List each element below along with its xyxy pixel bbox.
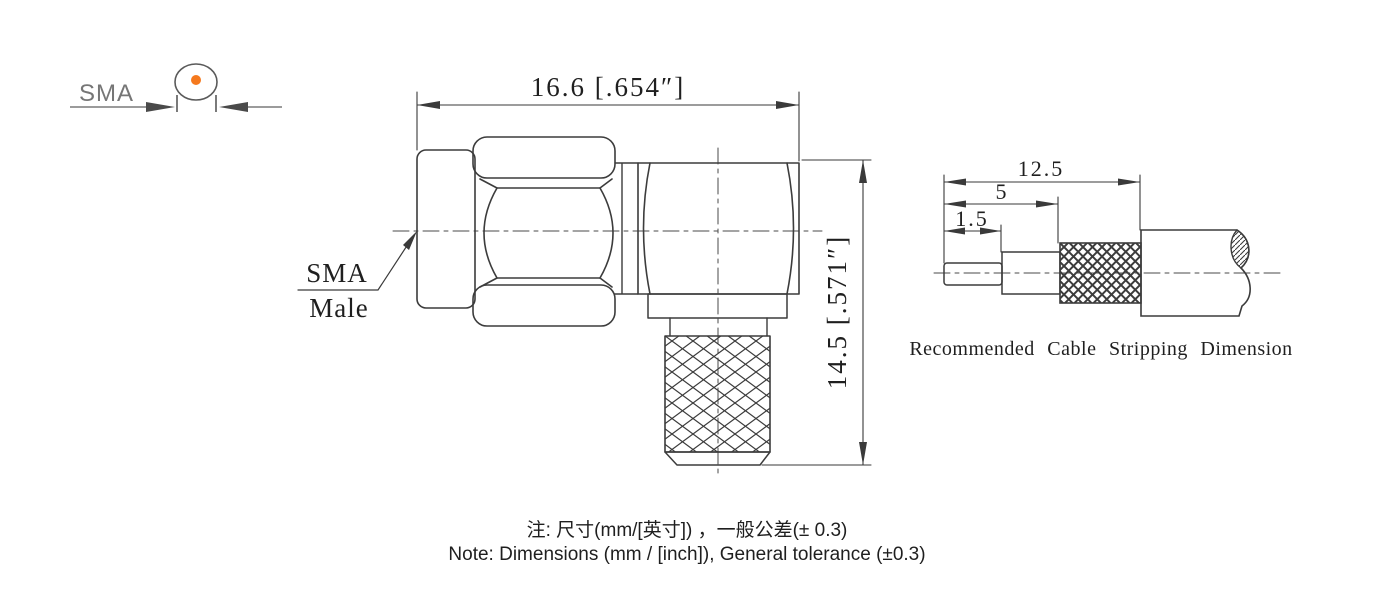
front-view-left-arrow-icon <box>146 102 175 112</box>
jacket <box>1140 229 1251 317</box>
dim-overall-text: 12.5 <box>1018 156 1065 181</box>
leader-line <box>297 234 415 291</box>
center-conductor <box>943 262 1003 286</box>
front-view-center-pin-dot <box>191 75 201 85</box>
dim-conductor-right-arrow-icon <box>980 227 1001 235</box>
hex-nut-left-arc <box>483 187 498 279</box>
stripping-view: 12.5 5 1.5 Recommended Cable Stripping D… <box>909 156 1292 360</box>
note-line-zh: 注: 尺寸(mm/[英寸]) ，一般公差(± 0.3) <box>527 519 848 541</box>
lower-neck <box>669 317 768 337</box>
braid <box>1059 242 1142 304</box>
hex-nut-top-lobe <box>472 136 616 179</box>
front-view-symbol: SMA <box>70 63 282 112</box>
front-view-connector-legs <box>176 95 217 112</box>
width-dim-extension-lines <box>416 91 800 162</box>
height-dim-top-arrow-icon <box>859 160 867 183</box>
dim-overall-right-arrow-icon <box>1118 178 1140 186</box>
flange <box>647 293 788 319</box>
width-dimension: 16.6 [.654″] <box>416 72 800 162</box>
height-dim-extension-lines <box>761 159 872 466</box>
neck-between-nut-and-body <box>614 162 639 295</box>
dim-braid-right-arrow-icon <box>1036 200 1058 208</box>
dim-overall-left-arrow-icon <box>944 178 966 186</box>
knurl-chamfer <box>664 451 771 466</box>
dim-braid-left-arrow-icon <box>944 200 966 208</box>
front-view-label: SMA <box>79 80 134 107</box>
dim-braid: 5 <box>943 179 1059 244</box>
hex-nut-bottom-lobe <box>472 284 616 327</box>
front-body <box>416 149 476 309</box>
knurl <box>664 335 771 453</box>
dim-braid-text: 5 <box>996 179 1009 204</box>
height-dim-text: 14.5 [.571″] <box>822 235 852 389</box>
note-line-en: Note: Dimensions (mm / [inch]), General … <box>448 544 925 565</box>
hex-nut-bottom-chamfer <box>479 277 613 288</box>
notes: 注: 尺寸(mm/[英寸]) ，一般公差(± 0.3) Note: Dimens… <box>448 519 925 565</box>
dim-overall: 12.5 <box>943 156 1141 264</box>
body-left-arc <box>642 162 651 295</box>
dim-overall-extension-lines <box>943 174 1141 264</box>
hex-nut-right-arc <box>599 187 614 279</box>
cable-break-hatch <box>1230 229 1250 269</box>
dim-conductor-left-arrow-icon <box>944 227 965 235</box>
part-label: SMA Male <box>297 231 417 323</box>
height-dim-bottom-arrow-icon <box>859 442 867 465</box>
height-dimension: 14.5 [.571″] <box>761 159 872 466</box>
leader-arrow-icon <box>403 231 417 250</box>
part-label-line2: Male <box>309 293 368 323</box>
dim-conductor: 1.5 <box>943 206 1002 253</box>
hex-nut-top-chamfer <box>479 178 613 189</box>
width-dim-left-arrow-icon <box>417 101 440 109</box>
front-view-right-arrow-icon <box>219 102 248 112</box>
width-dim-text: 16.6 [.654″] <box>531 72 685 102</box>
dim-conductor-text: 1.5 <box>955 206 989 231</box>
body-right-arc <box>786 162 795 295</box>
stripping-caption: Recommended Cable Stripping Dimension <box>909 338 1292 360</box>
front-view-connector-circle <box>174 63 218 101</box>
hex-nut <box>472 136 616 327</box>
width-dim-right-arrow-icon <box>776 101 799 109</box>
main-view: 16.6 [.654″] 14.5 [.571″] <box>297 72 872 478</box>
part-label-line1: SMA <box>306 258 368 288</box>
